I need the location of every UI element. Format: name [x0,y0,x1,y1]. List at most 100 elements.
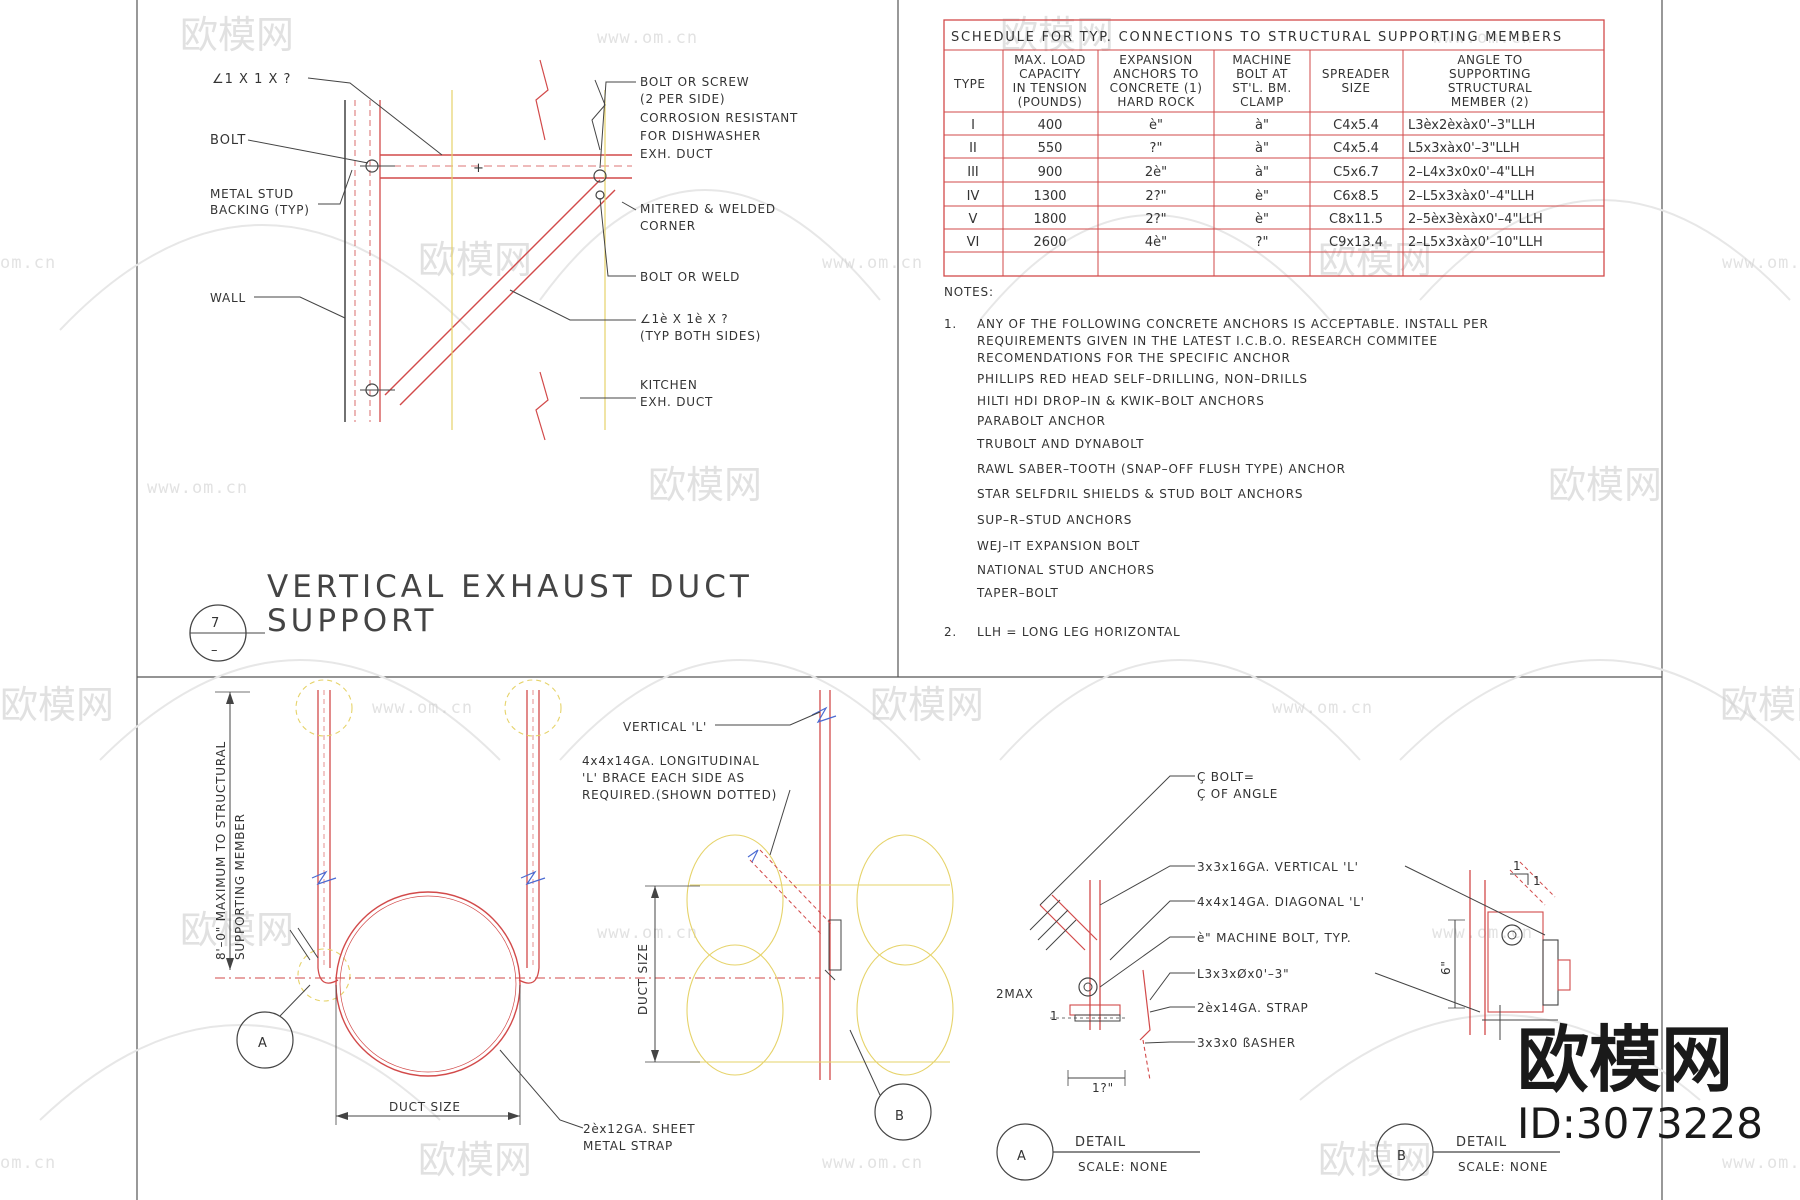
schedule-header-load-2: CAPACITY [1019,67,1081,81]
label-stud-backing-2: BACKING (TYP) [210,203,310,217]
cell-spreader: C4x5.4 [1333,118,1379,133]
cell-spreader: C6x8.5 [1333,189,1379,204]
label-kitchen-2: EXH. DUCT [640,395,713,409]
label-vertical-l-a: 3x3x16GA. VERTICAL 'L' [1197,860,1359,874]
label-angle-brace-2: (TYP BOTH SIDES) [640,329,761,343]
cell-anchor: ?" [1150,141,1163,156]
watermark-url-11: om.cn [0,1153,56,1173]
watermark-cn-11: 欧模网 [418,1138,532,1182]
label-bolt: BOLT [210,133,246,148]
label-one-a: 1 [1050,1009,1058,1023]
schedule-header-anchor-4: HARD ROCK [1117,95,1195,109]
detail-number: 7 [211,616,220,631]
note-1-line: WEJ–IT EXPANSION BOLT [977,539,1140,553]
cell-bolt: à" [1255,141,1269,156]
duct-side-view [645,690,954,1141]
sheet-frame [136,0,1663,1200]
table-row: V 1800 2?" è" C8x11.5 2–5èx3èxàx0'–4"LLH [969,212,1543,227]
detail-7-drawing: + [247,59,637,441]
schedule-header-angle-1: ANGLE TO [1457,53,1522,67]
detail-b-drawing [1374,861,1571,1181]
watermark-cn-7: 欧模网 [0,683,114,727]
watermark-layer: 欧模网 www.om.cn 欧模网 www.om.cn om.cn 欧模网 ww… [0,13,1800,1182]
callout-a: A [258,1036,268,1051]
watermark-url-5: www.om.cn [1722,253,1800,273]
label-stud-backing-1: METAL STUD [210,187,294,201]
detail-7-title-line2: SUPPORT [267,603,437,639]
watermark-url-12: www.om.cn [822,1153,923,1173]
label-bolt-center-1: Ç BOLT= [1197,770,1255,784]
schedule-header-anchor-3: CONCRETE (1) [1110,81,1203,95]
label-strap-2: METAL STRAP [583,1139,673,1153]
schedule-header-bolt-2: BOLT AT [1236,67,1288,81]
note-1-line: TAPER–BOLT [976,586,1059,600]
schedule-header-spreader-2: SIZE [1342,81,1371,95]
cell-angle: 2–5èx3èxàx0'–4"LLH [1408,212,1543,227]
label-angle-top: ∠1 X 1 X ? [212,72,291,87]
cell-type: I [971,118,975,133]
cell-spreader: C9x13.4 [1329,235,1383,250]
note-1-line: HILTI HDI DROP–IN & KWIK–BOLT ANCHORS [977,394,1265,408]
cell-load: 400 [1038,118,1063,133]
cell-load: 1800 [1033,212,1066,227]
watermark-url-1: www.om.cn [597,28,698,48]
note-1-number: 1. [944,317,957,331]
table-row: III 900 2è" à" C5x6.7 2–L4x3x0x0'–4"LLH [967,165,1535,180]
watermark-cn-6: 欧模网 [1548,463,1662,507]
notes-block: NOTES: 1. ANY OF THE FOLLOWING CONCRETE … [944,285,1489,639]
label-kitchen-1: KITCHEN [640,378,698,392]
cell-anchor: 2?" [1145,189,1166,204]
label-bolt-screw-4: FOR DISHWASHER [640,129,761,143]
table-row: II 550 ?" à" C4x5.4 L5x3xàx0'–3"LLH [969,141,1520,156]
schedule-header-angle-4: MEMBER (2) [1451,95,1529,109]
cell-spreader: C4x5.4 [1333,141,1379,156]
brand-watermark: 欧模网 ID:3073228 [1517,1018,1763,1148]
watermark-cn-8: 欧模网 [870,683,984,727]
cell-bolt: è" [1255,212,1269,227]
label-mitered-1: MITERED & WELDED [640,202,776,216]
label-bolt-weld: BOLT OR WELD [640,270,740,284]
cell-type: III [967,165,979,180]
table-row: I 400 è" à" C4x5.4 L3èx2èxàx0'–3"LLH [971,118,1535,133]
label-wall: WALL [210,291,246,305]
label-angle-a: L3x3xØx0'–3" [1197,967,1289,981]
watermark-cn-5: 欧模网 [648,463,762,507]
watermark-url-4: www.om.cn [822,253,923,273]
label-mitered-2: CORNER [640,219,696,233]
label-bolt-center-2: Ç OF ANGLE [1197,787,1278,801]
watermark-cn-4: 欧模网 [1318,238,1432,282]
note-1-line: ANY OF THE FOLLOWING CONCRETE ANCHORS IS… [977,317,1489,331]
label-angle-brace-1: ∠1è X 1è X ? [640,312,728,326]
label-one-b2: 1 [1533,874,1541,888]
cell-type: IV [967,189,980,204]
watermark-cn-9: 欧模网 [1720,683,1800,727]
cell-type: V [969,212,978,227]
cell-spreader: C5x6.7 [1333,165,1379,180]
label-washer-a: 3x3x0 ßASHER [1197,1036,1296,1050]
cell-spreader: C8x11.5 [1329,212,1383,227]
watermark-url-2: www.om.cn [1432,28,1533,48]
detail-7-title-line1: VERTICAL EXHAUST DUCT [267,569,753,605]
watermark-cn-3: 欧模网 [418,238,532,282]
cell-angle: 2–L4x3x0x0'–4"LLH [1408,165,1535,180]
note-1-line: TRUBOLT AND DYNABOLT [976,437,1144,451]
label-strap-a: 2èx14GA. STRAP [1197,1001,1309,1015]
detail-b-labels: 6" 1 1 B DETAIL SCALE: NONE [1397,859,1548,1174]
label-bolt-screw-5: EXH. DUCT [640,147,713,161]
detail-number-sub: – [211,643,219,658]
callout-b: B [895,1109,905,1124]
schedule-header-angle-3: STRUCTURAL [1448,81,1532,95]
cell-anchor: 4è" [1145,235,1167,250]
watermark-url-8: www.om.cn [1272,698,1373,718]
detail-b-label: DETAIL [1456,1135,1507,1150]
cell-bolt: à" [1255,165,1269,180]
schedule-header-anchor-1: EXPANSION [1119,53,1193,67]
detail-b-scale: SCALE: NONE [1458,1160,1548,1174]
label-max-1: 8'–0" MAXIMUM TO STRUCTURAL [214,741,228,960]
cell-angle: 2–L5x3xàx0'–4"LLH [1408,189,1534,204]
cell-anchor: 2è" [1145,165,1167,180]
schedule-header-anchor-2: ANCHORS TO [1113,67,1199,81]
label-brace-3: REQUIRED.(SHOWN DOTTED) [582,788,777,802]
schedule-header-load-1: MAX. LOAD [1014,53,1086,67]
